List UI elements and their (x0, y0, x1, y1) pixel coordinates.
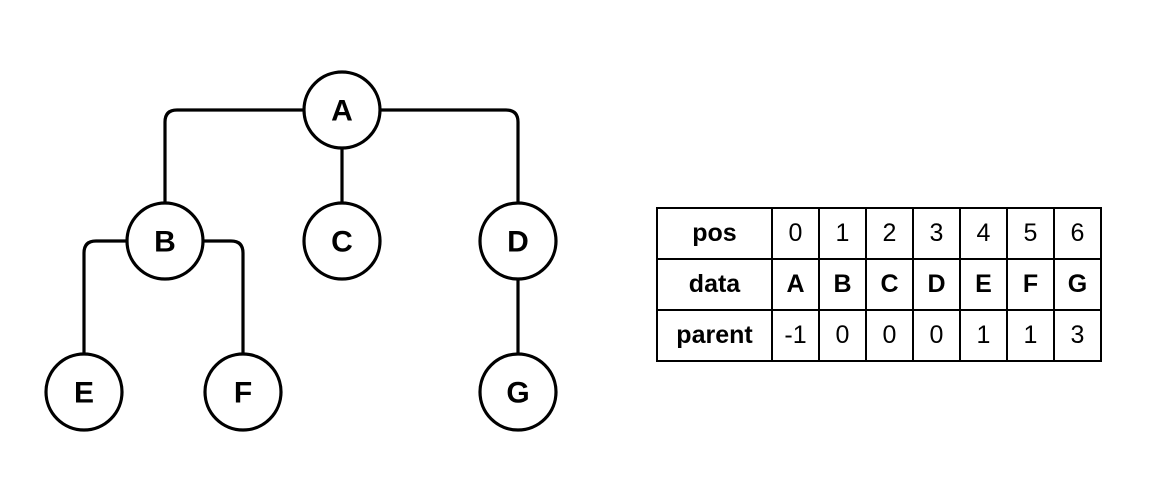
cell-data-1: B (818, 258, 867, 311)
cell-parent-3: 0 (912, 309, 961, 362)
node-circle-c (302, 201, 382, 281)
cell-parent-6: 3 (1053, 309, 1102, 362)
cell-parent-1: 0 (818, 309, 867, 362)
node-label-f: F (234, 377, 252, 410)
cell-parent-4: 1 (959, 309, 1008, 362)
tree-nodes: A B C D E F G (44, 70, 558, 432)
tree-node-f[interactable]: F (203, 352, 283, 432)
node-label-g: G (506, 377, 529, 410)
node-circle-f (203, 352, 283, 432)
cell-data-4: E (959, 258, 1008, 311)
cell-pos-2: 2 (865, 207, 914, 260)
node-circle-a (302, 70, 382, 150)
array-table: pos 0 1 2 3 4 5 6 data A B C D E F (656, 207, 1102, 362)
cell-pos-0: 0 (771, 207, 820, 260)
node-label-a: A (331, 95, 353, 128)
edge-a-b (163, 108, 304, 203)
node-circle-b (125, 201, 205, 281)
tree-node-g[interactable]: G (478, 352, 558, 432)
tree-edges (82, 108, 520, 354)
cell-parent-0: -1 (771, 309, 820, 362)
table-row: data A B C D E F G (656, 258, 1102, 311)
tree-node-d[interactable]: D (478, 201, 558, 281)
cell-parent-5: 1 (1006, 309, 1055, 362)
cell-data-6: G (1053, 258, 1102, 311)
row-header-parent: parent (656, 309, 773, 362)
node-label-e: E (74, 377, 94, 410)
node-label-d: D (507, 226, 529, 259)
cell-data-2: C (865, 258, 914, 311)
tree-node-c[interactable]: C (302, 201, 382, 281)
array-table-body: pos 0 1 2 3 4 5 6 data A B C D E F (656, 207, 1102, 362)
node-circle-e (44, 352, 124, 432)
cell-parent-2: 0 (865, 309, 914, 362)
array-representation: pos 0 1 2 3 4 5 6 data A B C D E F (656, 207, 1102, 362)
node-label-c: C (331, 226, 353, 259)
edge-a-d (381, 108, 520, 203)
cell-pos-4: 4 (959, 207, 1008, 260)
tree-node-e[interactable]: E (44, 352, 124, 432)
row-header-pos: pos (656, 207, 773, 260)
tree-node-a[interactable]: A (302, 70, 382, 150)
cell-pos-1: 1 (818, 207, 867, 260)
cell-pos-6: 6 (1053, 207, 1102, 260)
node-circle-g (478, 352, 558, 432)
tree-node-b[interactable]: B (125, 201, 205, 281)
cell-data-0: A (771, 258, 820, 311)
cell-pos-5: 5 (1006, 207, 1055, 260)
cell-data-5: F (1006, 258, 1055, 311)
table-row: parent -1 0 0 0 1 1 3 (656, 309, 1102, 362)
node-circle-d (478, 201, 558, 281)
cell-data-3: D (912, 258, 961, 311)
edge-b-f (204, 239, 245, 354)
node-label-b: B (154, 226, 176, 259)
edge-b-e (82, 239, 127, 354)
cell-pos-3: 3 (912, 207, 961, 260)
table-row: pos 0 1 2 3 4 5 6 (656, 207, 1102, 260)
row-header-data: data (656, 258, 773, 311)
